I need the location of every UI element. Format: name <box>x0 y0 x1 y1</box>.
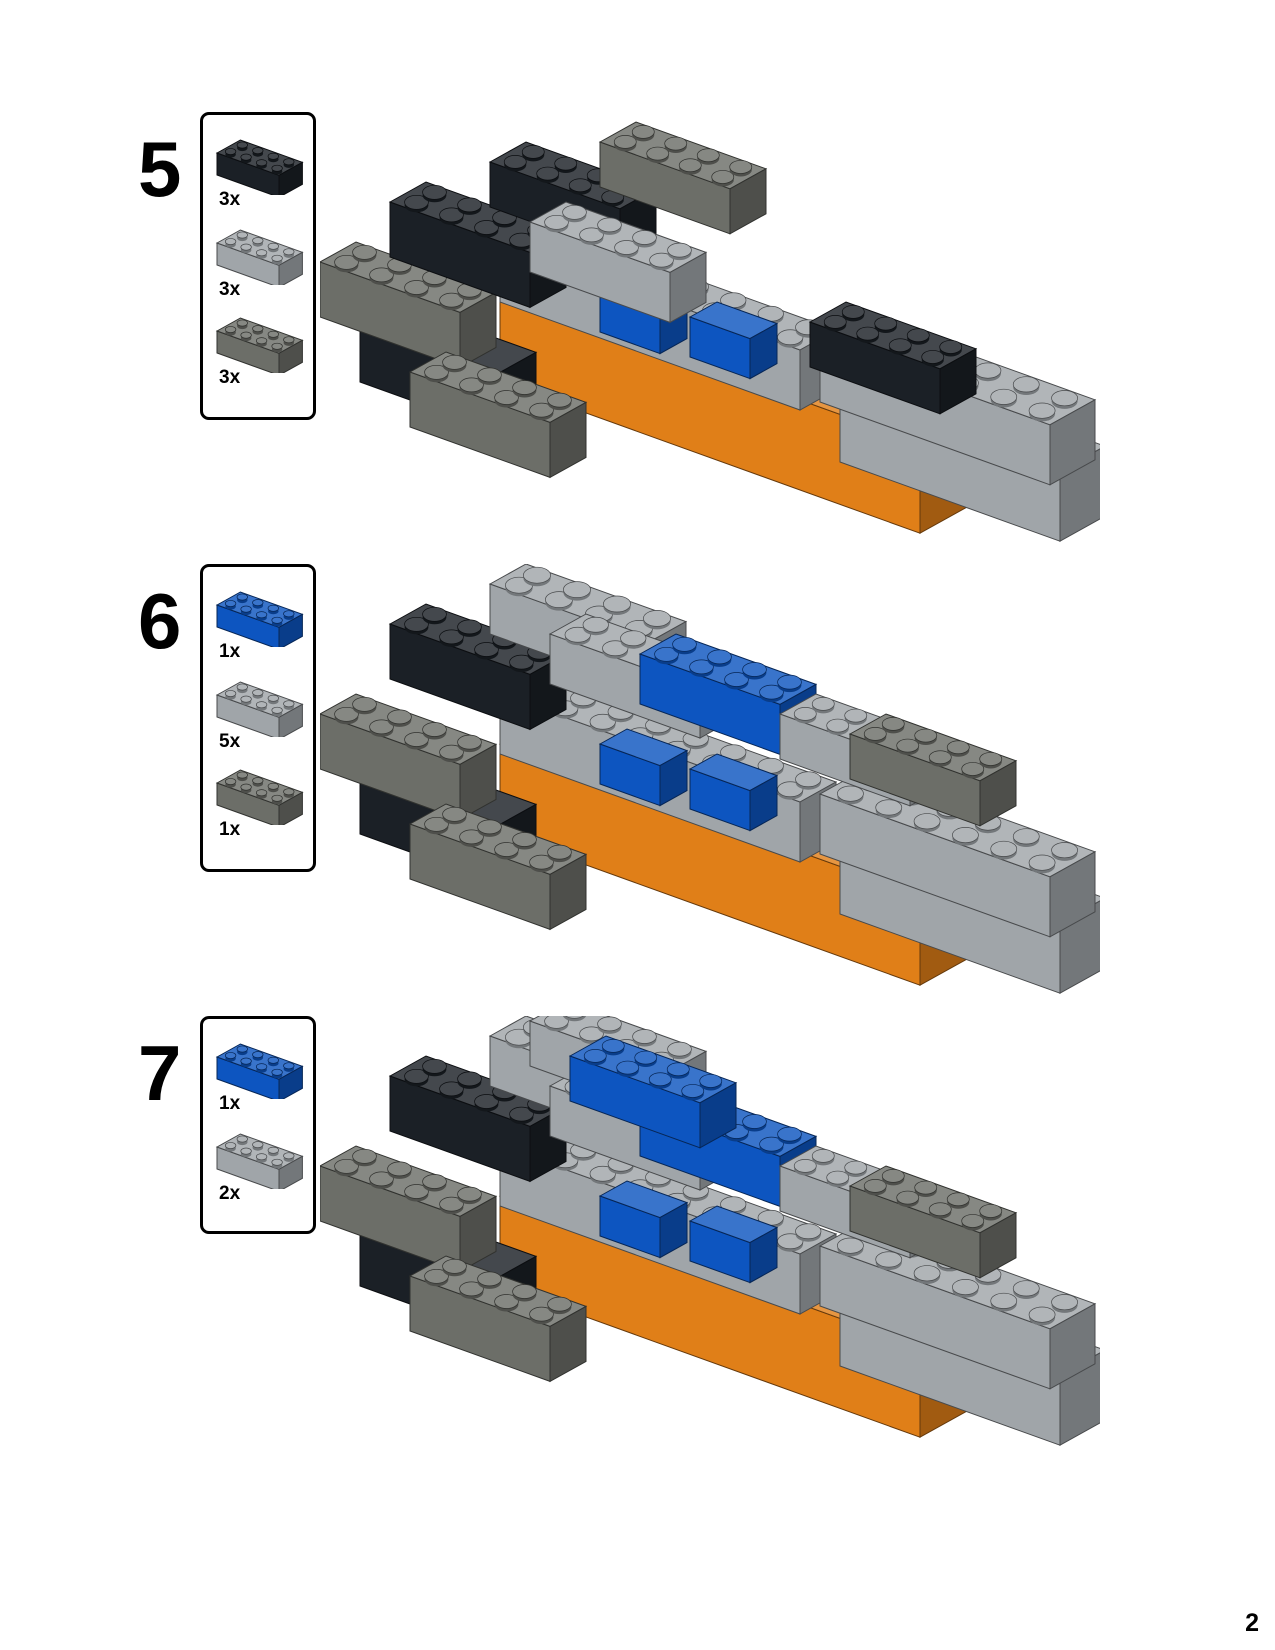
parts-callout: 3x 3x 3x <box>200 112 316 420</box>
brick <box>215 681 304 737</box>
brick <box>215 139 304 195</box>
brick <box>848 1165 1018 1279</box>
step-number: 7 <box>138 1029 182 1117</box>
part-quantity: 1x <box>219 1093 241 1114</box>
part-item: 2x <box>203 1117 313 1207</box>
part-quantity: 3x <box>219 367 241 388</box>
brick <box>528 201 708 324</box>
step-6: 6 1x 5x 1x <box>0 564 1275 1014</box>
brick <box>638 633 818 756</box>
page-number: 2 <box>1245 1609 1259 1637</box>
part-quantity: 1x <box>219 641 241 662</box>
parts-callout: 1x 2x <box>200 1016 316 1234</box>
step-number: 6 <box>138 577 182 665</box>
step-5: 5 3x 3x 3x <box>0 112 1275 562</box>
brick <box>818 1220 1097 1390</box>
step-number: 5 <box>138 125 182 213</box>
part-quantity: 3x <box>219 279 241 300</box>
part-item: 1x <box>203 575 313 665</box>
part-item: 1x <box>203 753 313 843</box>
brick <box>215 591 304 647</box>
brick-2x4-icon <box>215 591 304 647</box>
part-item: 1x <box>203 1027 313 1117</box>
part-item: 5x <box>203 665 313 755</box>
brick <box>215 317 304 373</box>
brick <box>688 301 779 380</box>
brick-2x4-icon <box>215 1043 304 1099</box>
brick <box>408 351 588 479</box>
brick <box>598 728 689 807</box>
brick <box>848 713 1018 827</box>
step-7: 7 1x 2x <box>0 1016 1275 1466</box>
brick <box>215 1043 304 1099</box>
brick <box>598 1180 689 1259</box>
part-item: 3x <box>203 123 313 213</box>
brick <box>215 1133 304 1189</box>
brick-2x4-icon <box>215 681 304 737</box>
part-item: 3x <box>203 213 313 303</box>
brick-2x4-icon <box>215 139 304 195</box>
brick <box>688 1205 779 1284</box>
brick <box>215 229 304 285</box>
part-item: 3x <box>203 301 313 391</box>
part-quantity: 1x <box>219 819 241 840</box>
part-quantity: 3x <box>219 189 241 210</box>
assembly-model-illustration <box>320 564 1100 995</box>
assembly-model-illustration <box>320 121 1100 543</box>
parts-callout: 1x 5x 1x <box>200 564 316 872</box>
part-quantity: 2x <box>219 1183 241 1204</box>
part-quantity: 5x <box>219 731 241 752</box>
brick <box>808 301 978 415</box>
brick <box>388 603 568 731</box>
brick-2x4-icon <box>215 317 304 373</box>
brick <box>215 769 304 825</box>
brick-2x4-icon <box>215 769 304 825</box>
brick <box>320 693 498 821</box>
brick <box>320 1145 498 1273</box>
brick <box>598 121 768 235</box>
brick-2x4-icon <box>215 229 304 285</box>
brick <box>568 1035 738 1149</box>
brick <box>408 1255 588 1383</box>
brick-2x4-icon <box>215 1133 304 1189</box>
brick <box>408 803 588 931</box>
assembly-model-illustration <box>320 1016 1100 1447</box>
brick <box>688 753 779 832</box>
